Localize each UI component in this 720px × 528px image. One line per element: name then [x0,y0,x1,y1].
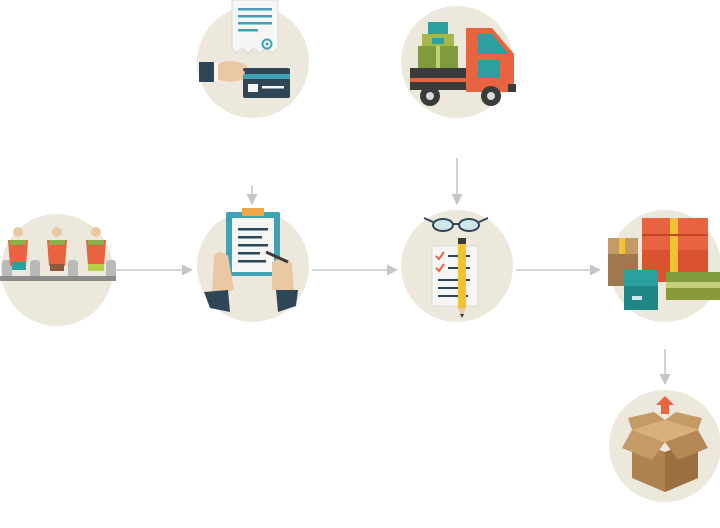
checklist-review-icon [401,210,513,322]
boxed-goods-icon [608,210,720,322]
assembly-line-workers-icon [0,214,116,326]
flow-arrows [114,158,671,386]
open-box-icon [609,390,720,502]
clipboard-signing-icon [197,208,309,322]
delivery-truck-icon [401,6,516,118]
card-payment-icon [197,0,309,118]
